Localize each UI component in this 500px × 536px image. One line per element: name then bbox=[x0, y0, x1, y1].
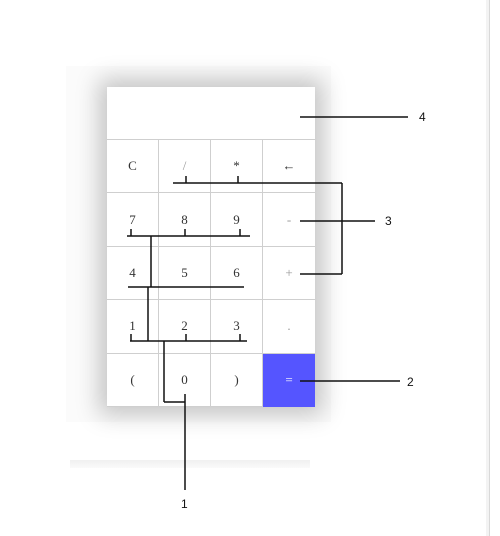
digit-3-key[interactable]: 3 bbox=[211, 300, 263, 354]
backspace-key[interactable]: ← bbox=[263, 140, 315, 194]
multiply-key[interactable]: * bbox=[211, 140, 263, 194]
callout-label-digits: 1 bbox=[181, 497, 188, 511]
callout-label-display: 4 bbox=[419, 110, 426, 124]
shadow-band bbox=[70, 460, 310, 468]
decimal-point-key[interactable]: . bbox=[263, 300, 315, 354]
digit-8-key[interactable]: 8 bbox=[159, 193, 211, 247]
callout-label-operators: 3 bbox=[385, 214, 392, 228]
callout-label-equals: 2 bbox=[407, 375, 414, 389]
close-paren-key[interactable]: ) bbox=[211, 353, 263, 407]
clear-key[interactable]: C bbox=[107, 140, 159, 194]
digit-5-key[interactable]: 5 bbox=[159, 246, 211, 301]
divide-key[interactable]: / bbox=[159, 140, 211, 194]
page-edge bbox=[489, 0, 490, 536]
minus-key[interactable]: - bbox=[263, 193, 315, 247]
calculator-display bbox=[107, 87, 315, 140]
keypad: C / * ← 7 8 9 - 4 5 6 + 1 2 3 . ( 0 ) = bbox=[107, 140, 315, 407]
calculator: C / * ← 7 8 9 - 4 5 6 + 1 2 3 . ( 0 ) = bbox=[107, 87, 315, 407]
open-paren-key[interactable]: ( bbox=[107, 353, 159, 407]
digit-6-key[interactable]: 6 bbox=[211, 246, 263, 301]
digit-9-key[interactable]: 9 bbox=[211, 193, 263, 247]
digit-1-key[interactable]: 1 bbox=[107, 300, 159, 354]
page-edge-shade bbox=[486, 0, 489, 536]
digit-2-key[interactable]: 2 bbox=[159, 300, 211, 354]
